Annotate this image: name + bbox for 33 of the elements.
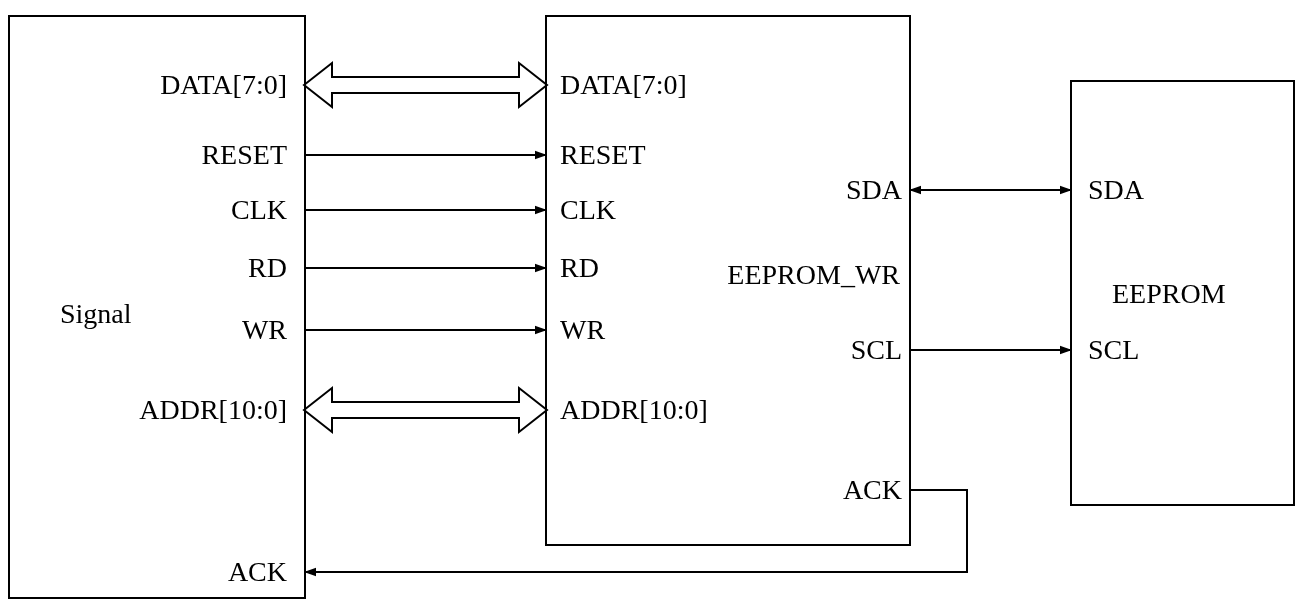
- pin-label: RESET: [547, 138, 646, 172]
- signal-arrow: [303, 263, 548, 273]
- signal-arrow: [908, 345, 1073, 355]
- pin-label: RD: [248, 251, 304, 285]
- pin-label: ADDR[10:0]: [547, 393, 708, 427]
- pin-label: DATA[7:0]: [160, 68, 304, 102]
- module-box: [8, 15, 306, 599]
- pin-label: ACK: [227, 555, 304, 589]
- pin-label: SCL: [850, 333, 909, 367]
- block-label: EEPROM_WR: [727, 258, 900, 292]
- pin-label: CLK: [231, 193, 304, 227]
- pin-label: CLK: [547, 193, 616, 227]
- signal-arrow: [303, 489, 968, 577]
- pin-label: SDA: [1072, 173, 1144, 207]
- block-label: EEPROM: [1112, 277, 1226, 311]
- pin-label: ACK: [842, 473, 909, 507]
- module-box: [545, 15, 911, 546]
- module-box: [1070, 80, 1295, 506]
- pin-label: ADDR[10:0]: [139, 393, 304, 427]
- pin-label: WR: [241, 313, 304, 347]
- pin-label: RD: [547, 251, 599, 285]
- pin-label: DATA[7:0]: [547, 68, 687, 102]
- signal-arrow: [303, 150, 548, 160]
- signal-arrow: [303, 205, 548, 215]
- block-label: Signal: [60, 297, 132, 331]
- pin-label: WR: [547, 313, 606, 347]
- pin-label: SCL: [1072, 333, 1140, 367]
- pin-label: RESET: [201, 138, 304, 172]
- bus-arrow: [302, 385, 549, 435]
- signal-arrow: [303, 325, 548, 335]
- pin-label: SDA: [846, 173, 909, 207]
- signal-arrow: [908, 185, 1073, 195]
- bus-arrow: [302, 60, 549, 110]
